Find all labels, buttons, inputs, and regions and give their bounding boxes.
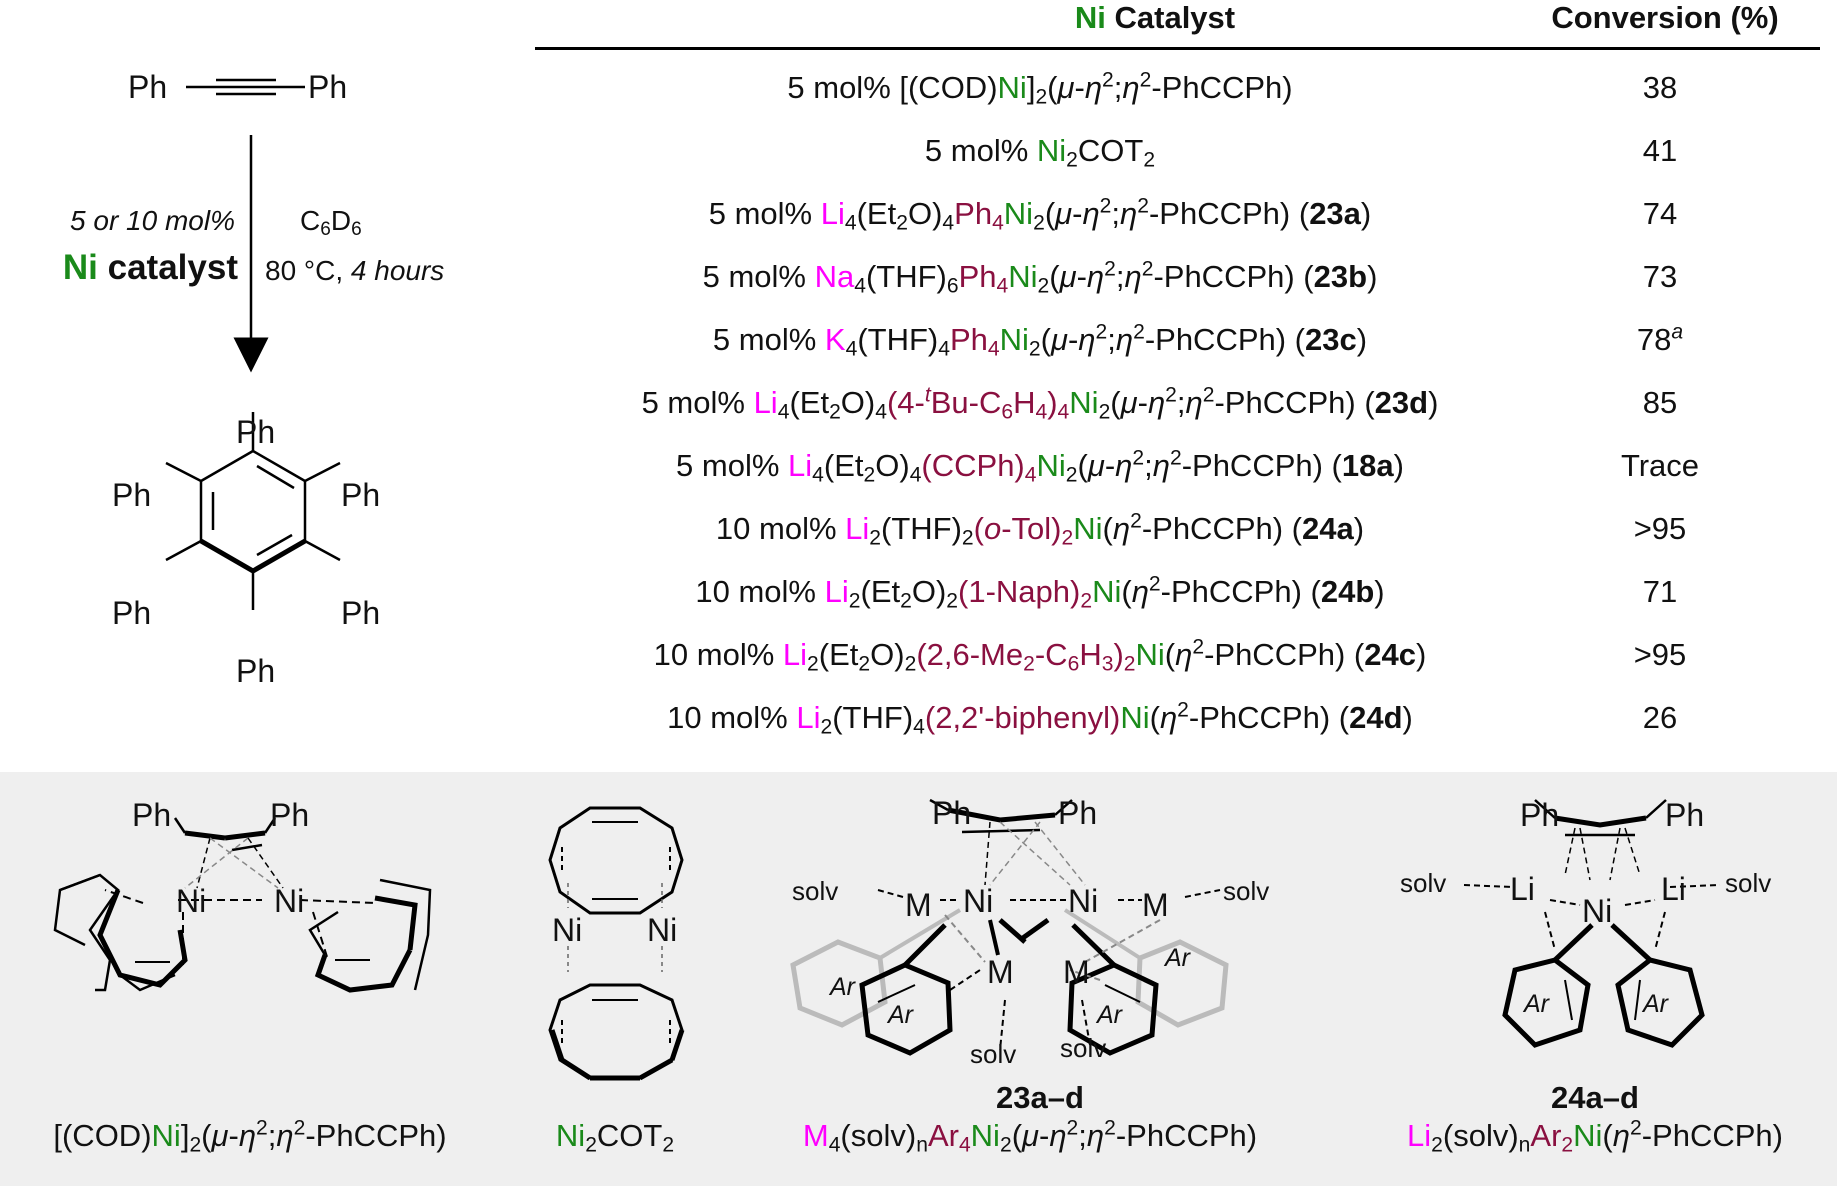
catalyst-cell: 10 mol% Li2(Et2O)2(1-Naph)2Ni(η2-PhCCPh)… [695, 572, 1385, 613]
catalyst-cell: 5 mol% Li4(Et2O)4(CCPh)4Ni2(μ-η2;η2-PhCC… [676, 446, 1404, 487]
catalyst-cell: 5 mol% Li4(Et2O)4Ph4Ni2(μ-η2;η2-PhCCPh) … [708, 194, 1372, 235]
catalyst-ni: Ni [62, 248, 98, 287]
s3-ni-left: Ni [963, 883, 993, 919]
s3-solv-left: solv [792, 876, 838, 906]
structure-cod-ni-dimer [53, 817, 432, 993]
conversion-cell: 38 [1642, 70, 1678, 105]
catalyst-loading: 5 or 10 mol% [70, 205, 235, 236]
s4-compound-number: 24a–d [1551, 1080, 1639, 1115]
conversion-cell: 74 [1642, 196, 1678, 231]
reaction-time: 4 hours [350, 255, 445, 286]
s3-solv-right: solv [1223, 876, 1269, 906]
temperature: 80 °C, [265, 255, 344, 286]
s2-ni-left: Ni [552, 912, 582, 948]
catalyst-cell: 5 mol% K4(THF)4Ph4Ni2(μ-η2;η2-PhCCPh) (2… [712, 320, 1368, 361]
s3-m-left: M [905, 887, 932, 923]
temperature-time: 80 °C, 4 hours [265, 255, 444, 287]
s3-solv-bottom-right: solv [1060, 1033, 1106, 1063]
catalyst-word: catalyst [107, 248, 238, 287]
catalyst-cell: 10 mol% Li2(Et2O)2(2,6-Me2-C6H3)2Ni(η2-P… [653, 635, 1427, 676]
conversion-cell: Trace [1620, 448, 1700, 483]
s2-caption: Ni2COT2 [555, 1118, 675, 1157]
ph-left-label: Ph [128, 69, 167, 105]
s3-ar-back-left: Ar [828, 973, 857, 1001]
s3-compound-number: 23a–d [996, 1080, 1084, 1115]
product-ph-top: Ph [236, 414, 275, 450]
s3-m-bottom-right: M [1063, 954, 1090, 990]
s4-ar-right: Ar [1641, 990, 1670, 1018]
catalyst-cell: 5 mol% Li4(Et2O)4(4-tBu-C6H4)4Ni2(μ-η2;η… [641, 383, 1439, 424]
s3-ar-front-left: Ar [886, 1001, 915, 1029]
s4-li-right: Li [1661, 871, 1686, 907]
solvent: C6D6 [300, 205, 362, 240]
catalyst-cell: 10 mol% Li2(THF)2(o-Tol)2Ni(η2-PhCCPh) (… [715, 509, 1365, 550]
s2-ni-right: Ni [647, 912, 677, 948]
s3-caption: M4(solv)nAr4Ni2(μ-η2;η2-PhCCPh) [802, 1116, 1258, 1157]
catalyst-cell: 5 mol% Ni2COT2 [924, 133, 1156, 172]
structure-24 [1463, 799, 1721, 1048]
conversion-cell: 71 [1642, 574, 1678, 609]
s3-ar-back-right: Ar [1163, 944, 1192, 972]
table-header-conversion: Conversion (%) [1551, 0, 1779, 35]
product-ph-lower-left: Ph [112, 595, 151, 631]
s3-ph-left: Ph [932, 795, 971, 831]
s1-ni-left: Ni [176, 883, 206, 919]
conversion-cell: >95 [1633, 511, 1687, 546]
s4-ph-left: Ph [1520, 797, 1559, 833]
catalyst-cell: 5 mol% [(COD)Ni]2(μ-η2;η2-PhCCPh) [787, 68, 1293, 109]
catalyst-cell: 5 mol% Na4(THF)6Ph4Ni2(μ-η2;η2-PhCCPh) (… [702, 257, 1378, 298]
s3-ni-right: Ni [1068, 883, 1098, 919]
s4-solv-left: solv [1400, 868, 1446, 898]
s4-caption: Li2(solv)nAr2Ni(η2-PhCCPh) [1407, 1116, 1783, 1157]
table-header-rule [535, 47, 1820, 50]
conversion-cell: 41 [1642, 133, 1678, 168]
s4-ni: Ni [1582, 893, 1612, 929]
diphenylacetylene: Ph Ph [128, 69, 347, 105]
s3-m-bottom-left: M [987, 954, 1014, 990]
product-ph-upper-left: Ph [112, 477, 151, 513]
s4-ar-left: Ar [1522, 990, 1551, 1018]
conversion-cell: 85 [1642, 385, 1678, 420]
s3-ph-right: Ph [1058, 795, 1097, 831]
conversion-cell: >95 [1633, 637, 1687, 672]
structure-23 [790, 798, 1229, 1056]
s3-ar-front-right: Ar [1095, 1001, 1124, 1029]
conversion-cell: 26 [1642, 700, 1678, 735]
structure-ni2cot2 [548, 806, 685, 1081]
s3-m-right: M [1142, 887, 1169, 923]
catalyst-label: Ni catalyst [10, 248, 238, 288]
ph-right-label: Ph [308, 69, 347, 105]
s4-ph-right: Ph [1665, 797, 1704, 833]
s3-solv-bottom-left: solv [970, 1039, 1016, 1069]
s1-ph-left: Ph [132, 797, 171, 833]
s1-caption: [(COD)Ni]2(μ-η2;η2-PhCCPh) [53, 1116, 447, 1157]
conversion-cell: 78a [1636, 320, 1684, 357]
s1-ni-right: Ni [274, 883, 304, 919]
s4-li-left: Li [1510, 871, 1535, 907]
s1-ph-right: Ph [270, 797, 309, 833]
catalyst-cell: 10 mol% Li2(THF)4(2,2'-biphenyl)Ni(η2-Ph… [667, 698, 1413, 739]
table-header-catalyst: Ni Catalyst [1074, 0, 1236, 35]
product-ph-upper-right: Ph [341, 477, 380, 513]
structures-panel [0, 772, 1837, 1186]
product-ph-lower-right: Ph [341, 595, 380, 631]
conversion-cell: 73 [1642, 259, 1678, 294]
hexaphenylbenzene [165, 412, 341, 610]
product-ph-bottom: Ph [236, 653, 275, 689]
s4-solv-right: solv [1725, 868, 1771, 898]
